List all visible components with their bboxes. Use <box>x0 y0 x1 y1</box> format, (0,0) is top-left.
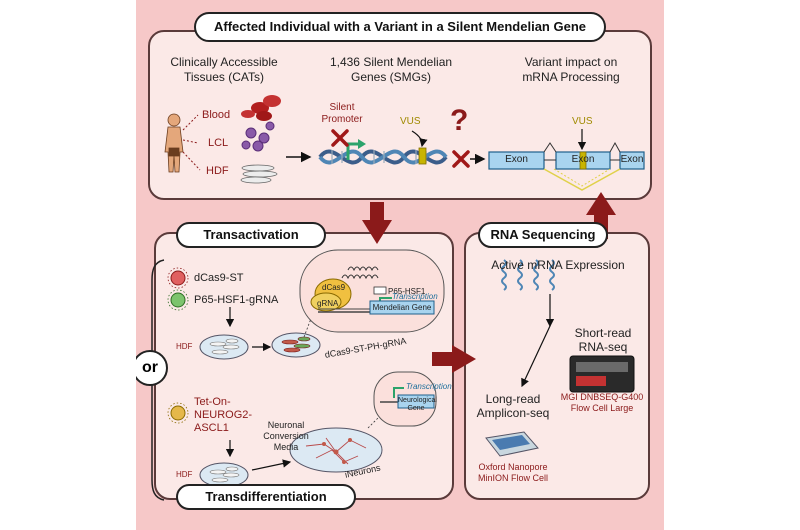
exon-1-label: Exon <box>505 154 528 165</box>
tet-on-neurog2-ascl1-label: Tet-On- NEUROG2- ASCL1 <box>194 396 253 434</box>
vus-marker <box>418 147 427 165</box>
mgi-sequencer-icon <box>569 355 635 393</box>
flow-arrow-right <box>432 345 476 373</box>
ineurons-dish-icon <box>289 427 383 473</box>
virus-dcas9-icon <box>167 267 189 289</box>
mrna-strands-icon <box>501 259 555 291</box>
exon-structure <box>488 141 645 191</box>
transcription-label-2: Transcription <box>406 382 452 391</box>
lcl-cells-icon <box>241 121 275 152</box>
dna-helix-icon <box>318 147 448 165</box>
neurological-gene-label: Neurological Gene <box>398 397 437 412</box>
or-label: or <box>136 350 168 386</box>
hdf-cells-icon <box>240 164 278 184</box>
hdf-label-1: HDF <box>176 342 193 351</box>
mendelian-gene-label: Mendelian Gene <box>372 303 432 312</box>
transactivation-title: Transactivation <box>176 222 326 248</box>
grna-label: gRNA <box>317 299 339 308</box>
neuro-transcription-zoom <box>373 371 437 427</box>
exon-3-label: Exon <box>620 154 644 165</box>
p65-hsf1-label: P65-HSF1 <box>388 287 426 296</box>
exon-2-label: Exon <box>571 154 595 165</box>
transcription-label-1: Transcription <box>392 292 438 301</box>
virus-tet-on-icon <box>167 402 189 424</box>
minion-device-icon <box>485 431 539 457</box>
crispr-activation-zoom <box>299 249 445 333</box>
petri-dish-icon <box>199 334 249 360</box>
rna-sequencing-title: RNA Sequencing <box>478 222 608 248</box>
virus-p65-icon <box>167 289 189 311</box>
hdf-label-2: HDF <box>176 470 193 479</box>
neuronal-conversion-media-label: Neuronal Conversion Media <box>263 420 309 452</box>
vus-label-dna: VUS <box>400 116 421 127</box>
active-mrna-label: Active mRNA Expression <box>491 258 625 272</box>
human-figure-icon <box>164 113 184 173</box>
tissue-lcl-label: LCL <box>208 137 229 149</box>
question-mark: ? <box>450 104 469 137</box>
petri-dish-hdf-icon <box>199 462 249 488</box>
transdifferentiation-title: Transdifferentiation <box>176 484 356 510</box>
dcas9-label: dCas9 <box>322 283 346 292</box>
silenced-cross-icon <box>331 129 470 168</box>
p65-hsf1-grna-label: P65-HSF1-gRNA <box>194 294 279 306</box>
figure-canvas: Affected Individual with a Variant in a … <box>136 0 664 530</box>
top-panel <box>148 30 652 200</box>
vus-label-exon: VUS <box>572 116 593 127</box>
tissue-blood-label: Blood <box>202 109 231 121</box>
dcas9-st-label: dCas9-ST <box>194 272 244 284</box>
flow-arrow-down <box>362 202 392 244</box>
petri-dish-transduced-icon <box>271 332 321 358</box>
top-title: Affected Individual with a Variant in a … <box>194 12 606 42</box>
blood-cells-icon <box>241 95 281 121</box>
tissue-hdf-label: HDF <box>206 165 229 177</box>
diagram-graphics <box>151 95 645 501</box>
